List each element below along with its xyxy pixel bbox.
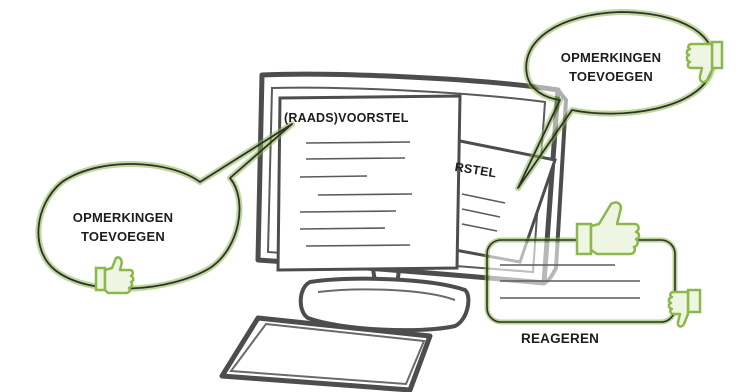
reply-label: REAGEREN [521,331,600,346]
reply-text-lines [500,264,640,299]
front-document [276,94,462,272]
left-bubble-line2: TOEVOEGEN [81,229,165,244]
top-right-bubble-text: OPMERKINGEN TOEVOEGEN [546,48,676,86]
thumbs-up-icon [94,256,135,295]
top-right-speech-bubble [515,9,717,191]
left-bubble-line1: OPMERKINGEN [72,210,174,225]
document-title: (RAADS)VOORSTEL [284,111,409,125]
thumbs-down-icon [685,40,724,84]
thumbs-down-icon [667,288,702,328]
left-speech-bubble [35,121,295,292]
left-bubble-text: OPMERKINGEN TOEVOEGEN [58,208,188,246]
top-right-bubble-line2: TOEVOEGEN [569,69,653,84]
thumbs-up-icon [575,201,641,256]
top-right-bubble-line1: OPMERKINGEN [560,50,662,65]
document-text-lines [299,141,413,247]
